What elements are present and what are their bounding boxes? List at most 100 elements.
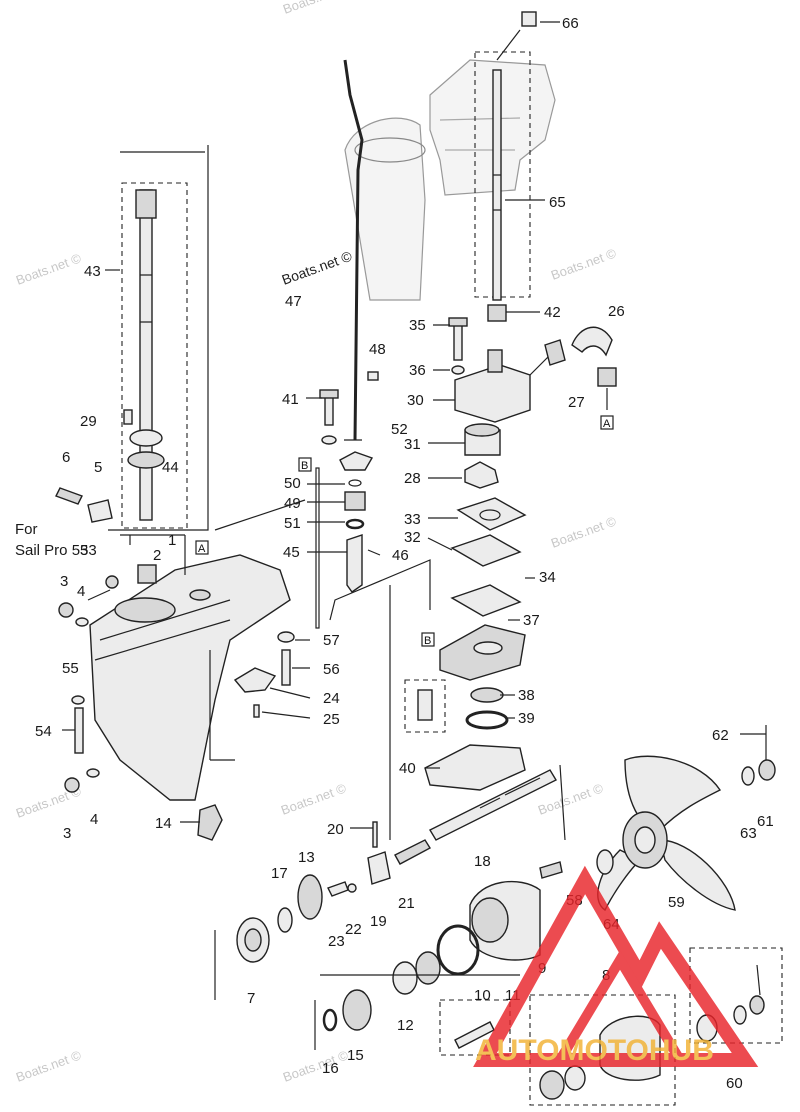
callout-numbers: 1 2 3 3 4 4 5 6 7 8 9 10 11 12 13 14 15 … — [35, 15, 774, 1092]
prop-blade-top — [624, 755, 722, 831]
callout-21: 21 — [398, 895, 415, 912]
gasket-33 — [456, 497, 527, 531]
castle-nut-61 — [758, 759, 776, 781]
water-pump — [404, 317, 617, 791]
gasket-40 — [424, 744, 526, 791]
gear-13 — [297, 874, 323, 920]
callout-52: 52 — [391, 421, 408, 438]
pin-20 — [372, 821, 378, 848]
spring-21 — [394, 839, 431, 865]
callout-54: 54 — [35, 723, 52, 740]
ball-22 — [347, 883, 357, 893]
callout-36: 36 — [409, 362, 426, 379]
gasket-34 — [450, 584, 522, 617]
callout-43: 43 — [84, 263, 101, 280]
callout-51: 51 — [284, 515, 301, 532]
ref-letter-a1: A — [198, 543, 206, 555]
bearing-10 — [415, 951, 441, 985]
note-line-2: Sail Pro 53 — [15, 542, 88, 559]
callout-35: 35 — [409, 317, 426, 334]
watermark-right-low: Boats.net © — [536, 780, 606, 818]
leader-lines — [62, 21, 566, 1050]
plate-52 — [339, 451, 374, 471]
nut-3b — [64, 777, 80, 793]
callout-38: 38 — [518, 687, 535, 704]
callout-57: 57 — [323, 632, 340, 649]
callout-3a: 3 — [60, 573, 68, 590]
shim-16 — [322, 1008, 338, 1032]
washer-53 — [105, 575, 119, 589]
washer-4b — [86, 768, 100, 778]
callout-61: 61 — [757, 813, 774, 830]
oring-51 — [345, 518, 365, 530]
callout-6: 6 — [62, 449, 70, 466]
callout-46: 46 — [392, 547, 409, 564]
note-line-1: For — [15, 521, 38, 538]
callout-29: 29 — [80, 413, 97, 430]
callout-44: 44 — [162, 459, 179, 476]
ref-box-b2 — [421, 632, 435, 647]
impeller-28 — [464, 461, 499, 489]
bolt-54 — [74, 707, 84, 754]
callout-14: 14 — [155, 815, 172, 832]
callout-42: 42 — [544, 304, 561, 321]
callout-2: 2 — [153, 547, 161, 564]
washer-57 — [277, 631, 295, 643]
grommet-66 — [521, 11, 537, 27]
callout-62: 62 — [712, 727, 729, 744]
callout-3b: 3 — [63, 825, 71, 842]
callout-22: 22 — [345, 921, 362, 938]
anode-5 — [87, 499, 113, 523]
left-fasteners — [55, 487, 119, 793]
watermark-right-mid: Boats.net © — [549, 513, 619, 551]
callout-63: 63 — [740, 825, 757, 842]
callout-45: 45 — [283, 544, 300, 561]
callout-65: 65 — [549, 194, 566, 211]
reference-boxes: A A B B — [195, 415, 614, 647]
callout-31: 31 — [404, 436, 421, 453]
callout-48: 48 — [369, 341, 386, 358]
grommet-42 — [487, 304, 507, 322]
screw-25 — [253, 704, 260, 718]
key-29 — [123, 409, 133, 425]
ref-box-b1 — [298, 457, 312, 472]
watermark-center-label: Boats.net © — [280, 247, 355, 287]
callout-18: 18 — [474, 853, 491, 870]
callout-1: 1 — [168, 532, 176, 549]
callout-49: 49 — [284, 495, 301, 512]
sail-pro-note: For Sail Pro 53 — [15, 521, 88, 559]
callout-10: 10 — [474, 987, 491, 1004]
brand-triangle — [473, 865, 759, 1067]
bolt-58 — [539, 861, 563, 879]
callout-28: 28 — [404, 470, 421, 487]
callout-41: 41 — [282, 391, 299, 408]
pin-48 — [367, 371, 379, 381]
shim-17 — [277, 907, 293, 933]
callout-15: 15 — [347, 1047, 364, 1064]
ref-letter-b1: B — [301, 460, 308, 472]
callout-40: 40 — [399, 760, 416, 777]
washer-36 — [451, 365, 465, 375]
callout-32: 32 — [404, 529, 421, 546]
ref-letter-b2: B — [424, 635, 431, 647]
prop-blade-right — [659, 839, 736, 911]
watermark-right-upper: Boats.net © — [549, 245, 619, 283]
pinion-14 — [197, 804, 223, 841]
ref-box-a1 — [195, 540, 209, 555]
shift-rod — [343, 59, 364, 441]
lower-casing — [89, 534, 291, 801]
washer-63 — [741, 766, 755, 786]
watermark-left-upper: Boats.net © — [14, 250, 84, 288]
callout-27: 27 — [568, 394, 585, 411]
bolt-56 — [281, 649, 291, 686]
callout-20: 20 — [327, 821, 344, 838]
callout-59: 59 — [668, 894, 685, 911]
fitting-27a — [544, 339, 566, 366]
callout-26: 26 — [608, 303, 625, 320]
oring-50 — [348, 479, 362, 487]
oring-39 — [465, 710, 509, 730]
watermark-mid-low: Boats.net © — [279, 780, 349, 818]
clutch-19 — [367, 851, 391, 885]
